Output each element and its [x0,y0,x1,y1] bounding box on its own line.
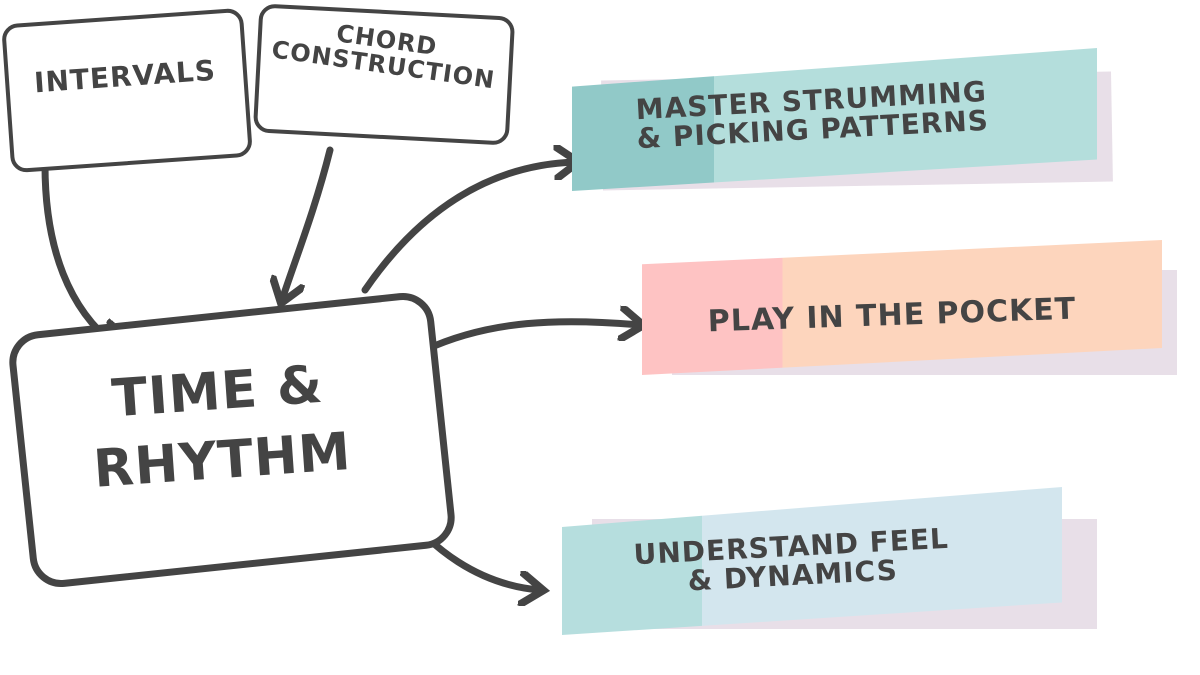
outcome-note-feel: Understand Feel & Dynamics [562,487,1097,635]
outcome-note-strumming: Master Strumming & Picking Patterns [572,48,1113,191]
arrow-time-to-pocket [421,322,640,354]
arrow-intervals-to-time [41,161,115,345]
intervals-box [2,8,252,173]
outcome-note-pocket: Play in the Pocket [642,240,1177,375]
time-rhythm-label: Time & Rhythm [66,355,374,500]
chord-construction-box [253,4,515,145]
time-rhythm-box [9,293,455,587]
arrow-chord-to-time [282,146,334,300]
arrow-time-to-strumming [361,162,575,294]
